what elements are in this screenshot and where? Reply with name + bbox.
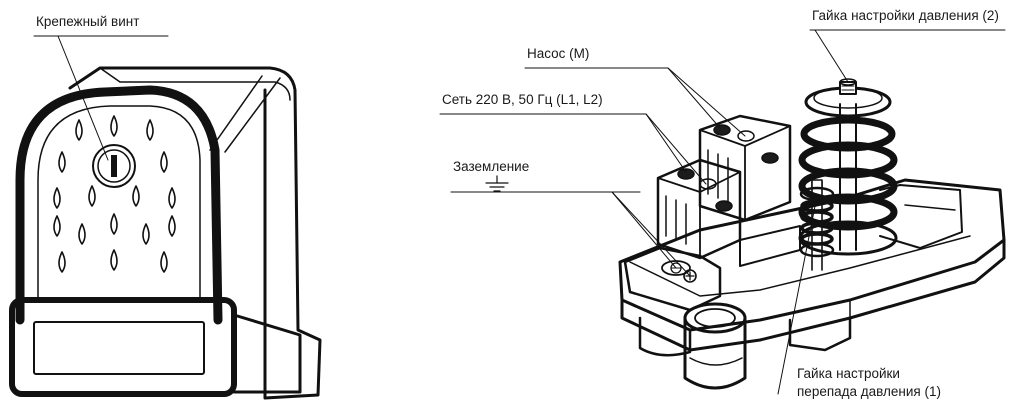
leader-lines	[439, 29, 1006, 395]
label-mains: Сеть 220 В, 50 Гц (L1, L2)	[442, 92, 603, 107]
label-diff-nut-line1: Гайка настройки	[797, 366, 900, 381]
label-cover-screw: Крепежный винт	[36, 14, 140, 29]
terminal-block-pump	[698, 114, 801, 267]
diff-spring	[799, 179, 835, 271]
label-pump: Насос (M)	[527, 46, 590, 61]
label-diff-nut-line2: перепада давления (1)	[797, 384, 941, 399]
ground-symbol-icon	[485, 175, 509, 192]
switch-body	[618, 178, 1006, 390]
switch-cover	[9, 66, 322, 400]
label-ground: Заземление	[453, 159, 530, 174]
vent-drops	[53, 115, 176, 273]
main-spring	[798, 78, 898, 256]
label-adjust-nut-2: Гайка настройки давления (2)	[812, 8, 999, 23]
fixing-screw	[92, 144, 136, 188]
leader-cover-screw	[33, 35, 169, 161]
